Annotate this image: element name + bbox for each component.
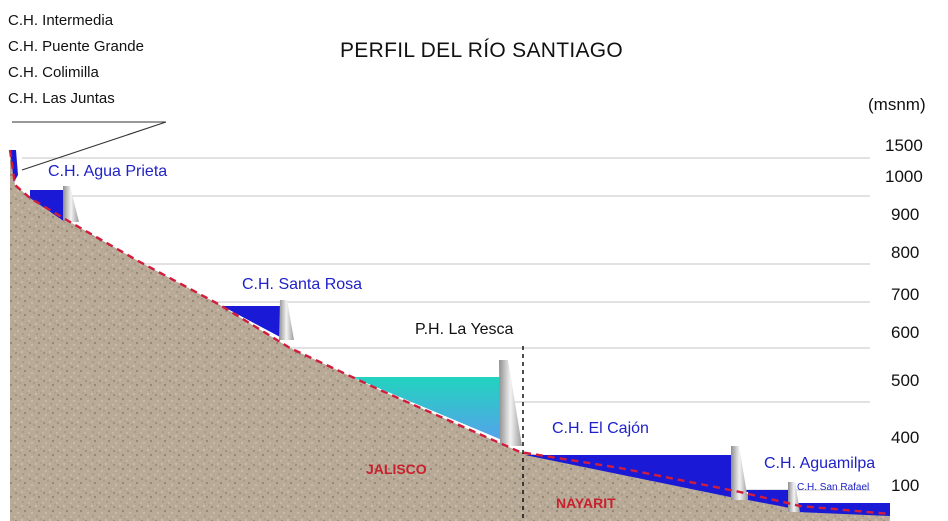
elevation-tick: 600 bbox=[891, 323, 920, 342]
reservoir-el-cajon bbox=[525, 455, 735, 498]
dam-santa-rosa bbox=[279, 300, 294, 340]
elevation-tick: 1000 bbox=[885, 167, 923, 186]
reservoir-santa-rosa bbox=[222, 306, 282, 338]
diagram-title: PERFIL DEL RÍO SANTIAGO bbox=[340, 39, 624, 62]
reservoir-aguamilpa bbox=[748, 492, 790, 508]
state-label-jalisco: JALISCO bbox=[366, 461, 427, 477]
label-aguamilpa: C.H. Aguamilpa bbox=[764, 455, 876, 472]
elevation-tick: 100 bbox=[891, 476, 920, 495]
elevation-tick: 400 bbox=[891, 428, 920, 447]
elevation-tick: 800 bbox=[891, 243, 920, 262]
elevation-tick: 1500 bbox=[885, 136, 923, 155]
upstream-plant-intermedia: C.H. Intermedia bbox=[8, 12, 114, 29]
label-agua-prieta: C.H. Agua Prieta bbox=[48, 163, 168, 180]
elevation-tick: 900 bbox=[891, 205, 920, 224]
unit-label: (msnm) bbox=[868, 95, 926, 114]
reservoir-la-yesca bbox=[352, 377, 502, 440]
state-label-nayarit: NAYARIT bbox=[556, 495, 616, 511]
upstream-plant-puente-grande: C.H. Puente Grande bbox=[8, 38, 144, 55]
label-santa-rosa: C.H. Santa Rosa bbox=[242, 276, 363, 293]
dam-el-cajon bbox=[731, 446, 748, 500]
dam-agua-prieta bbox=[63, 186, 79, 222]
riverbed-profile-line bbox=[8, 149, 891, 516]
upstream-pointer bbox=[12, 121, 167, 171]
dam-la-yesca bbox=[499, 360, 522, 446]
elevation-tick: 500 bbox=[891, 371, 920, 390]
upstream-plant-las-juntas: C.H. Las Juntas bbox=[8, 90, 115, 107]
reservoir-upstream bbox=[10, 150, 18, 182]
label-san-rafael: C.H. San Rafael bbox=[797, 482, 870, 493]
label-el-cajon: C.H. El Cajón bbox=[552, 420, 649, 437]
elevation-tick: 700 bbox=[891, 285, 920, 304]
upstream-plant-colimilla: C.H. Colimilla bbox=[8, 64, 99, 81]
label-la-yesca: P.H. La Yesca bbox=[415, 321, 514, 338]
terrain bbox=[10, 150, 890, 521]
